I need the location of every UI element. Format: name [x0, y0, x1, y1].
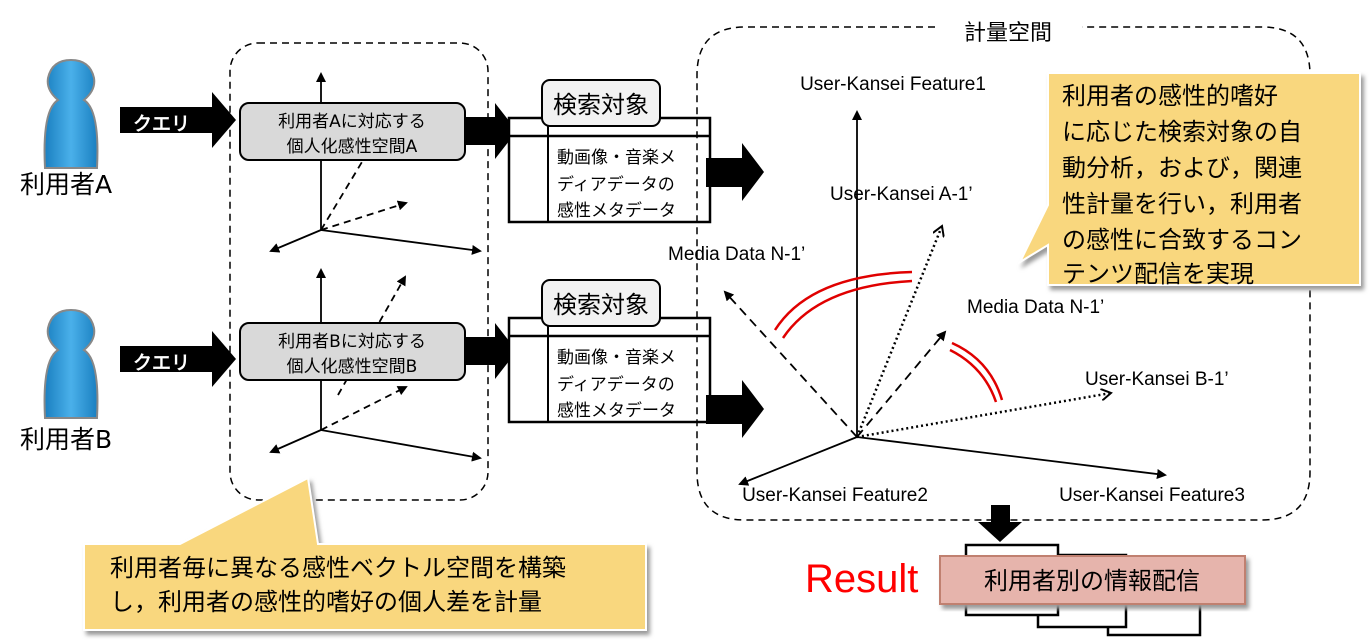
query-arrow-b: クエリ: [120, 331, 236, 387]
personal-spaces-container: [229, 42, 489, 501]
similarity-arcs: [773, 270, 1004, 403]
feature1-label: User-Kansei Feature1: [800, 74, 986, 95]
callout-line: し，利用者の感性的嗜好の個人差を計量: [110, 589, 542, 616]
personal-space-box-b: 利用者Bに対応する 個人化感性空間B: [239, 322, 466, 381]
personal-space-box-a: 利用者Aに対応する 個人化感性空間A: [239, 102, 466, 161]
search-target-b: 検索対象 動画像・音楽メ ディアデータの 感性メタデータ: [507, 279, 712, 424]
svg-text:個人化感性空間A: 個人化感性空間A: [287, 137, 418, 157]
svg-text:利用者Bに対応する: 利用者Bに対応する: [278, 332, 426, 352]
callout-line: 利用者毎に異なる感性ベクトル空間を構築: [110, 555, 566, 582]
svg-text:クエリ: クエリ: [133, 113, 190, 135]
user-a-label: 利用者A: [20, 170, 112, 199]
right-callout: [1017, 72, 1361, 286]
metric-space-title: 計量空間: [964, 21, 1052, 46]
query-arrow-a: クエリ: [120, 92, 236, 148]
result-box-label: 利用者別の情報配信: [984, 567, 1200, 595]
down-arrow: [978, 505, 1022, 542]
arrow-to-metric-b: [706, 380, 764, 438]
svg-text:ディアデータの: ディアデータの: [557, 374, 675, 395]
user-b-vector-label: User-Kansei B-1’: [1085, 369, 1229, 390]
arrow-to-metric-a: [706, 143, 764, 201]
result-label: Result: [805, 557, 918, 601]
svg-text:動画像・音楽メ: 動画像・音楽メ: [557, 148, 676, 168]
user-b-label: 利用者B: [20, 425, 112, 454]
user-b-person-icon: [43, 308, 99, 419]
search-target-title: 検索対象: [553, 291, 649, 319]
left-callout: [83, 476, 647, 631]
svg-text:利用者Aに対応する: 利用者Aに対応する: [278, 112, 426, 132]
callout-line: 性計量を行い，利用者: [1062, 191, 1302, 218]
callout-line: の感性に合致するコン: [1062, 227, 1302, 254]
search-target-title: 検索対象: [553, 91, 649, 119]
media-data-label-2: Media Data N-1’: [967, 297, 1104, 318]
svg-text:クエリ: クエリ: [133, 352, 190, 374]
callout-line: に応じた検索対象の自: [1062, 119, 1302, 146]
callout-line: 利用者の感性的嗜好: [1062, 83, 1278, 110]
svg-text:ディアデータの: ディアデータの: [557, 174, 675, 195]
svg-text:動画像・音楽メ: 動画像・音楽メ: [557, 348, 676, 368]
arrow-to-target-a: [465, 103, 517, 159]
metric-axes: [723, 110, 1167, 486]
user-a-person-icon: [43, 58, 99, 169]
feature2-label: User-Kansei Feature2: [742, 485, 928, 506]
media-data-label-1: Media Data N-1’: [668, 244, 805, 265]
user-a-vector-label: User-Kansei A-1’: [830, 184, 973, 205]
svg-text:感性メタデータ: 感性メタデータ: [557, 400, 676, 421]
svg-text:感性メタデータ: 感性メタデータ: [557, 200, 676, 221]
result-box: [939, 555, 1246, 605]
callout-line: 動分析，および，関連: [1062, 155, 1302, 182]
personal-space-axes-a: [269, 72, 482, 255]
arrow-to-target-b: [465, 323, 517, 379]
svg-text:個人化感性空間B: 個人化感性空間B: [287, 357, 418, 377]
feature3-label: User-Kansei Feature3: [1059, 485, 1245, 506]
callout-line: テンツ配信を実現: [1062, 261, 1254, 288]
search-target-a: 検索対象 動画像・音楽メ ディアデータの 感性メタデータ: [507, 79, 712, 224]
